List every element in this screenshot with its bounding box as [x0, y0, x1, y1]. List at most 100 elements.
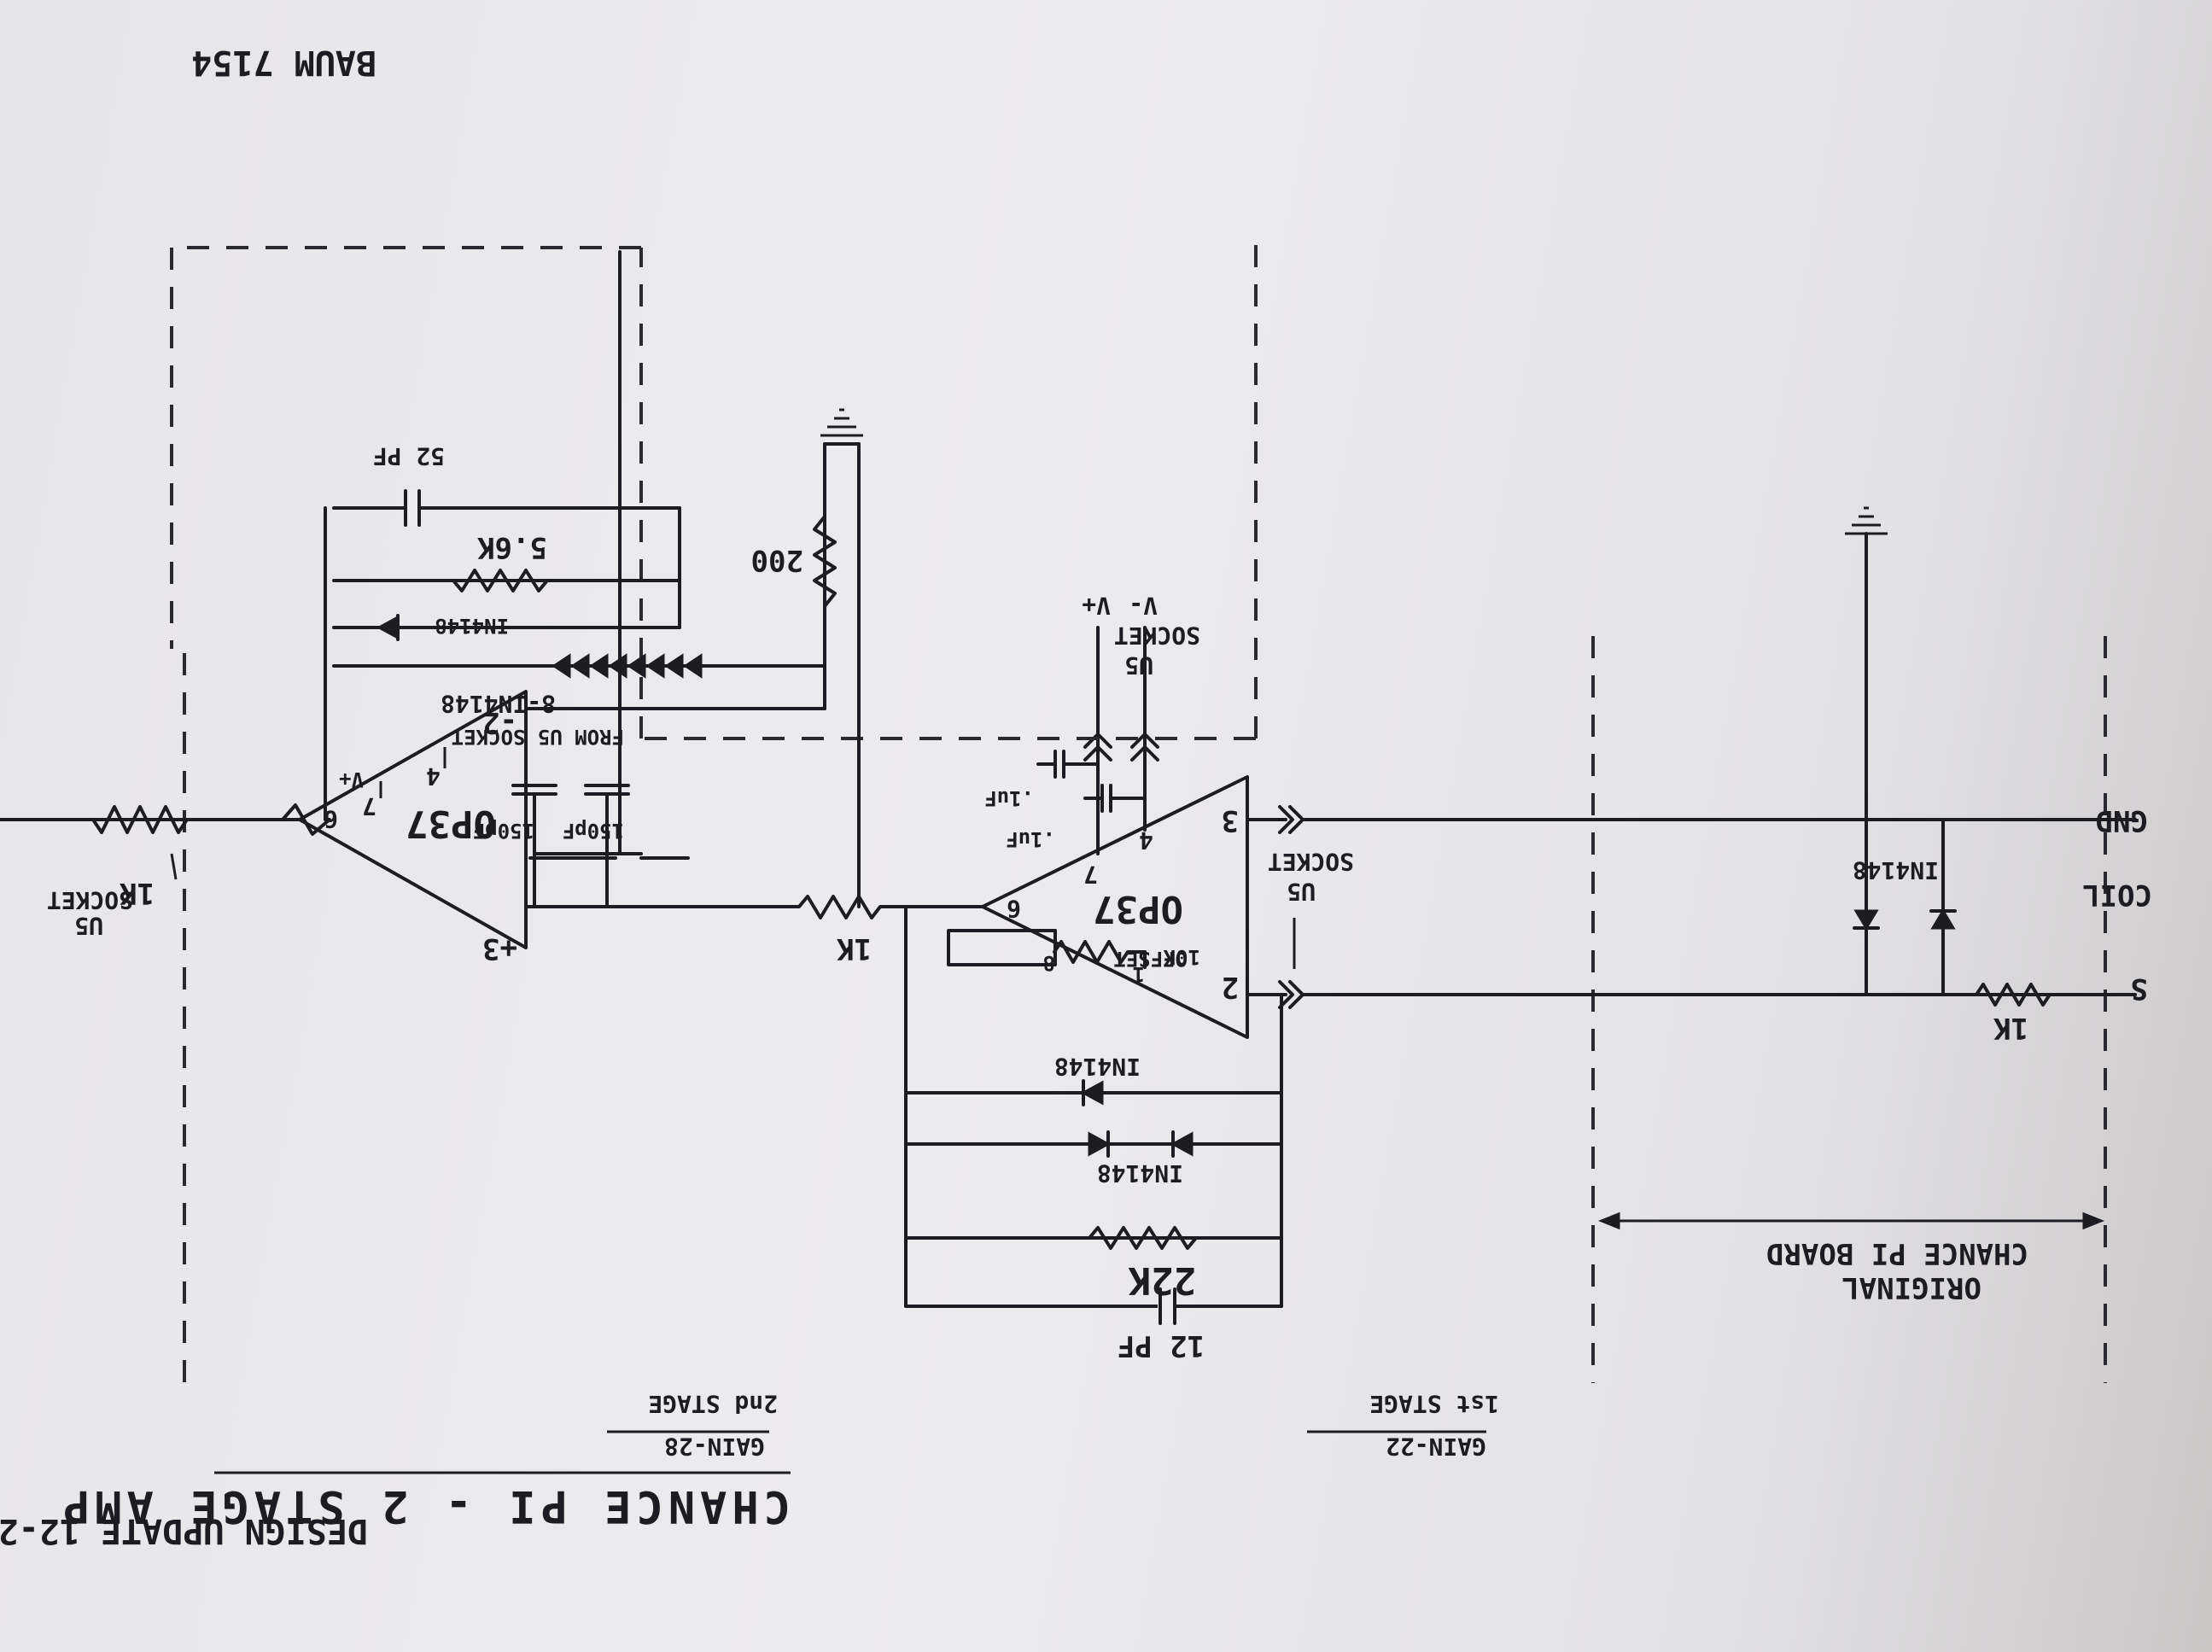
- supply-socket-line1: U5: [1124, 651, 1153, 680]
- string-diode-2: [664, 653, 684, 679]
- stage2-gain: GAIN-28: [664, 1433, 765, 1461]
- opamp1-pin2: 2: [1222, 970, 1239, 1004]
- resistor-22k: [1088, 1226, 1198, 1250]
- supply-socket-line2: SOCKET: [1114, 622, 1200, 650]
- string-diode-3: [645, 653, 665, 679]
- cap-fb1-label: 12 PF: [1118, 1328, 1205, 1363]
- resistor-5k6: [452, 569, 549, 593]
- r-out-label: 1K: [120, 876, 155, 910]
- arrow-left-head: [2082, 1211, 2105, 1230]
- pin4-chevron-1: [1130, 733, 1159, 749]
- coil-diodes: IN4148: [1845, 506, 1957, 996]
- output-socket-line1: U5: [74, 912, 103, 940]
- socket-chevron-2: [1278, 805, 1294, 834]
- opamp2-label: OP37: [406, 802, 496, 845]
- board-text-line1: ORIGINAL: [1841, 1270, 1981, 1305]
- offset-trim: 10K: [947, 929, 1200, 969]
- stage1-label: 1st STAGE: [1369, 1390, 1499, 1418]
- opamp1-pin6: 6: [1007, 895, 1021, 923]
- stage1-supply: V- V+ U5 SOCKET .1uF .1uF: [984, 592, 1200, 855]
- r-input-label: 1K: [1993, 1011, 2028, 1045]
- cap-150b-label: 150pF: [473, 819, 534, 843]
- opamp2-pin7: 7: [362, 792, 376, 820]
- string-diode-1: [683, 653, 703, 679]
- opamp1-pin3: 3: [1222, 803, 1239, 838]
- socket-chevron-3: [1288, 980, 1304, 1009]
- offset-pot: [1053, 940, 1147, 964]
- stage1-gain: GAIN-22: [1386, 1433, 1486, 1461]
- opamp1-pin4: 4: [1139, 826, 1153, 855]
- title-block: CHANCE PI - 2 STAGE AMP DESIGN UPDATE 12…: [0, 43, 1499, 1550]
- string-diode-8: [552, 653, 571, 679]
- output-section: 1K U5 SOCKET: [47, 803, 331, 940]
- stage1-feedback: 12 PF 22K IN4148 IN4148: [904, 905, 1283, 1363]
- coil-label: COIL: [2082, 878, 2152, 912]
- design-update-text: DESIGN UPDATE 12-28-11: [0, 1511, 368, 1550]
- u5-socket-input: U5 SOCKET: [1246, 805, 1354, 1009]
- cap-sup1-label: .1uF: [1006, 827, 1055, 851]
- pin7-chevron-2: [1083, 745, 1112, 762]
- cap-fb2-label: 52 PF: [373, 442, 445, 470]
- arrow-right-head: [1597, 1211, 1620, 1230]
- opamp2-minus2: -2: [482, 705, 517, 739]
- diode-fb1a-body: [1170, 1131, 1194, 1157]
- diode-string-label: 8-IN4148: [441, 690, 556, 718]
- stage1-opamp: OP37 3 2 6 4 7 1 8 OFFSET: [981, 775, 1249, 1039]
- vplus-label: V+: [1082, 592, 1111, 620]
- opamp1-pin1: 1: [1133, 962, 1145, 986]
- interstage: 1K 150pF 150pF: [473, 250, 908, 966]
- vplus-pin-label: V+: [339, 768, 364, 791]
- diode-b-body: [1853, 909, 1879, 931]
- socket-chevron-1: [1288, 805, 1304, 834]
- opamp2-pin4: 4: [426, 762, 441, 791]
- diode-fb1a-label: IN4148: [1054, 1053, 1141, 1081]
- title-text: CHANCE PI - 2 STAGE AMP: [58, 1480, 791, 1532]
- coil-diode-label: IN4148: [1853, 856, 1939, 884]
- pin4-chevron-2: [1130, 745, 1159, 762]
- diode-fb2-label: IN4148: [435, 614, 509, 638]
- resistor-200: [813, 515, 837, 608]
- opamp1-triangle: [981, 775, 1249, 1039]
- r-200-label: 200: [751, 543, 803, 577]
- resistor-1k-interstage: [682, 895, 908, 919]
- r-fb2-label: 5.6K: [477, 530, 547, 564]
- diode-string: [552, 653, 703, 679]
- string-diode-6: [589, 653, 609, 679]
- opamp1-pin7: 7: [1083, 861, 1098, 889]
- resistor-1k-input: [1954, 983, 2069, 1007]
- diode-fb1-body: [1080, 1080, 1104, 1106]
- cap-sup2-label: .1uF: [984, 786, 1034, 810]
- socket-chevron-4: [1278, 980, 1294, 1009]
- signature-text: BAUM 7154: [191, 43, 376, 82]
- cap-150a-label: 150pF: [563, 819, 624, 843]
- diode-fb1b-body: [1088, 1131, 1112, 1157]
- diode-fb2-body: [376, 615, 400, 640]
- stage2-label: 2nd STAGE: [648, 1390, 778, 1418]
- string-diode-5: [608, 653, 627, 679]
- opamp2-plus3: +3: [482, 931, 517, 966]
- cap-fb2-gap: [406, 491, 419, 525]
- from-socket-label: FROM U5 SOCKET: [452, 725, 624, 749]
- offset-pot-label: 10K: [1163, 945, 1200, 969]
- vminus-label: V-: [1129, 592, 1158, 620]
- resistor-1k-output: [91, 805, 189, 834]
- input-socket-line1: U5: [1287, 878, 1316, 906]
- offset-label: OFFSET: [1113, 947, 1188, 971]
- s-label: S: [2131, 972, 2148, 1006]
- output-socket-pointer: [170, 853, 178, 880]
- string-diode-4: [627, 653, 646, 679]
- terminals: COIL GND S: [1301, 803, 2152, 1006]
- stage2-opamp: OP37 +3 -2 6 4 7: [298, 690, 536, 966]
- input-socket-line2: SOCKET: [1268, 848, 1354, 876]
- board-text-line2: CHANCE PI BOARD: [1766, 1236, 2028, 1270]
- output-socket-chevron: [281, 803, 331, 836]
- diode-a-body: [1930, 908, 1956, 930]
- output-socket-line2: SOCKET: [47, 886, 133, 914]
- stage2-feedback: 200 52 PF 5.6K IN4148: [0, 408, 863, 908]
- input-resistor: 1K: [1954, 983, 2069, 1045]
- opamp1-label: OP37: [1093, 887, 1183, 931]
